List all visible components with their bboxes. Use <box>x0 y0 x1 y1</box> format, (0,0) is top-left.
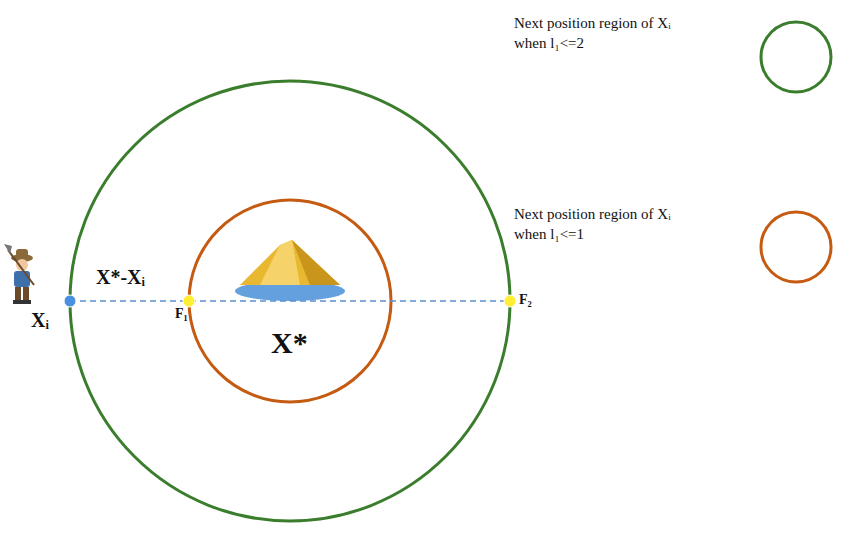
miner-figure <box>4 244 34 304</box>
legend-text: Next position region of Xᵢ when l₁<=2 <box>514 14 684 53</box>
legend-swatch <box>756 17 836 97</box>
f-dot <box>504 295 516 307</box>
target-label: X* <box>271 326 308 360</box>
point-label: F₁ <box>175 306 188 322</box>
legend-text: Next position region of Xᵢ when l₁<=1 <box>514 205 684 244</box>
point-label: F₂ <box>519 292 532 308</box>
vector-label: X*-Xᵢ <box>96 266 145 289</box>
outer-region <box>70 81 510 521</box>
gold-pile <box>235 240 345 301</box>
position-label: Xᵢ <box>31 309 49 332</box>
legend-swatch <box>756 207 836 287</box>
f-dot <box>183 295 195 307</box>
position-dot <box>64 295 76 307</box>
